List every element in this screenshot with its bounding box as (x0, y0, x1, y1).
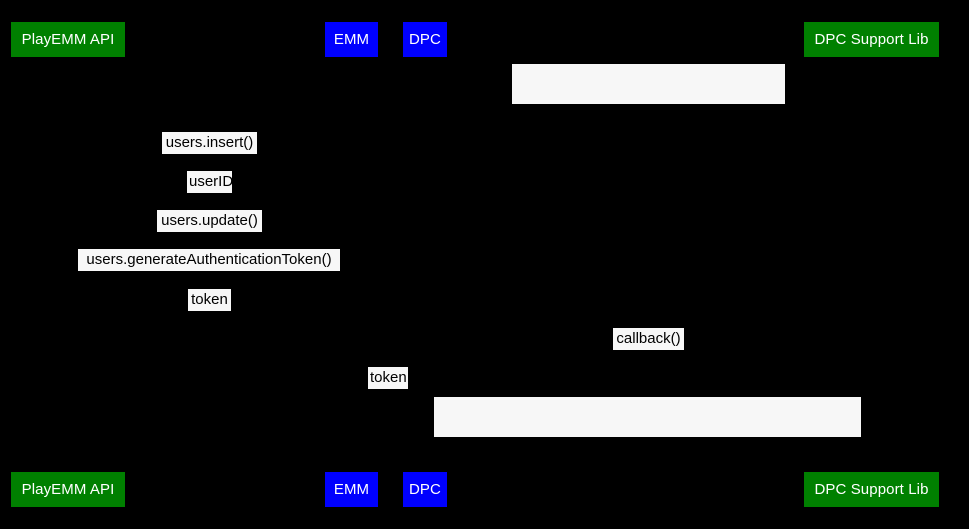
message-label-line-1: androidForWorkAccountSupport (541, 104, 756, 121)
message-line-add-android-for-work-account (425, 437, 871, 438)
participant-label: DPC (409, 481, 441, 498)
message-line-users-update (68, 232, 351, 233)
message-line-token-to-dpc (351, 389, 425, 390)
lifeline-playemm-api (68, 57, 69, 472)
message-label-token-return: token (188, 289, 231, 311)
message-line-callback (425, 350, 871, 351)
participant-dpc[interactable]: DPC (403, 22, 447, 57)
participant-label: PlayEMM API (21, 31, 115, 48)
message-label-users-update: users.update() (157, 210, 262, 232)
participant-label: EMM (333, 481, 370, 498)
participant-footer-playemm-api[interactable]: PlayEMM API (11, 472, 125, 507)
message-label-line-2: .ensureWorkingEnvironment(callback) (521, 161, 776, 178)
participant-label: EMM (333, 31, 370, 48)
participant-footer-dpc[interactable]: DPC (403, 472, 447, 507)
participant-footer-emm[interactable]: EMM (325, 472, 378, 507)
lifeline-dpc-support-lib (871, 57, 872, 472)
message-label-userid: userID (187, 171, 233, 193)
message-label-ensure-working-environment: androidForWorkAccountSupport .ensureWork… (512, 64, 785, 178)
lifeline-emm (351, 57, 352, 472)
message-label-generate-authentication-token: users.generateAuthenticationToken() (78, 249, 340, 271)
message-label-users-insert: users.insert() (162, 132, 257, 154)
message-label-callback: callback() (613, 328, 684, 350)
message-label-line-1: androidForWorkAccountSupport (540, 437, 755, 454)
message-line-users-insert (68, 154, 351, 155)
participant-label: DPC Support Lib (814, 481, 929, 498)
participant-dpc-support-lib[interactable]: DPC Support Lib (804, 22, 939, 57)
message-line-userid (68, 193, 351, 194)
participant-emm[interactable]: EMM (325, 22, 378, 57)
participant-label: DPC (409, 31, 441, 48)
participant-label: DPC Support Lib (814, 31, 929, 48)
message-label-add-android-for-work-account: androidForWorkAccountSupport .addAndroid… (434, 397, 861, 511)
message-line-ensure-working-environment (425, 104, 871, 105)
participant-footer-dpc-support-lib[interactable]: DPC Support Lib (804, 472, 939, 507)
message-label-token-to-dpc: token (368, 367, 408, 389)
message-line-generate-authentication-token (68, 271, 351, 272)
message-label-line-2: .addAndroidForWorkAccount(token, account… (447, 494, 848, 511)
participant-label: PlayEMM API (21, 481, 115, 498)
lifeline-dpc (425, 57, 426, 472)
participant-playemm-api[interactable]: PlayEMM API (11, 22, 125, 57)
message-line-token-return (68, 311, 351, 312)
